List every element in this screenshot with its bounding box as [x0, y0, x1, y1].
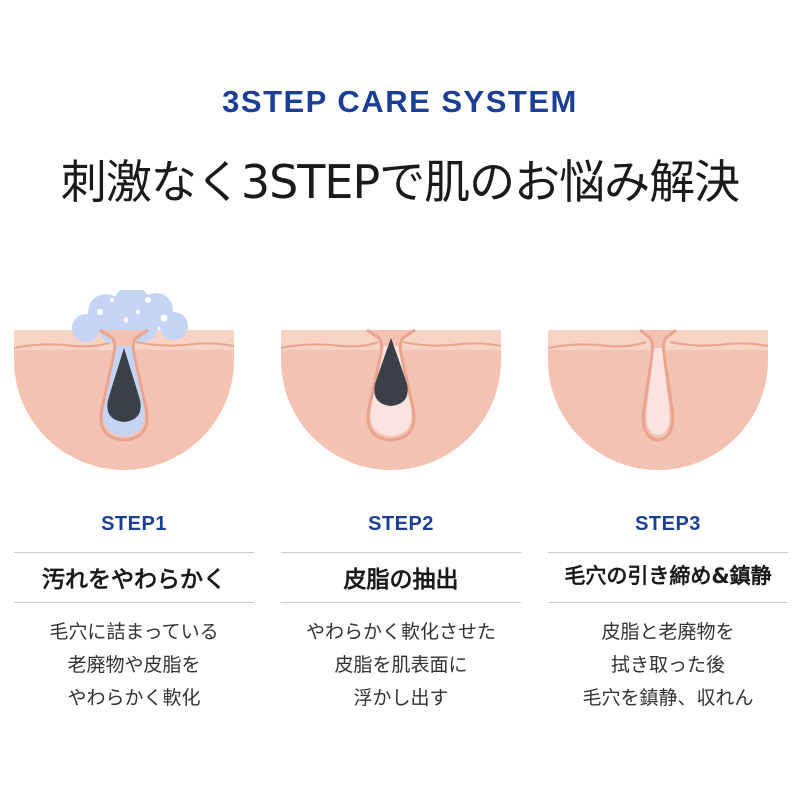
step-card-2: STEP2 皮脂の抽出 やわらかく軟化させた 皮脂を肌表面に 浮かし出す [281, 290, 521, 709]
description-line: 浮かし出す [353, 687, 449, 709]
step-description: 皮脂と老廃物を 拭き取った後 毛穴を鎮静、収れん [548, 616, 788, 715]
step-title: 皮脂の抽出 [343, 567, 459, 593]
step-title: 毛穴の引き締め&鎮静 [564, 564, 772, 588]
section-kicker: 3STEP CARE SYSTEM [222, 84, 578, 119]
divider [14, 602, 254, 603]
step-label: STEP3 [635, 513, 701, 535]
description-line: 老廃物や皮脂を [67, 654, 201, 676]
step-description: 毛穴に詰まっている 老廃物や皮脂を やわらかく軟化 [14, 616, 254, 715]
step-title: 汚れをやわらかく [42, 567, 226, 593]
description-line: 毛穴を鎮静、収れん [582, 687, 754, 709]
step-label: STEP2 [368, 513, 434, 535]
divider [14, 552, 254, 553]
description-line: 毛穴に詰まっている [49, 621, 219, 643]
description-line: 皮脂と老廃物を [601, 621, 735, 643]
divider [281, 602, 521, 603]
clean-tightened-pore-icon [548, 328, 768, 470]
step-label: STEP1 [101, 513, 167, 535]
description-line: 皮脂を肌表面に [334, 654, 468, 676]
divider [548, 552, 788, 553]
step-card-3: STEP3 毛穴の引き締め&鎮静 皮脂と老廃物を 拭き取った後 毛穴を鎮静、収れ… [548, 290, 788, 709]
pore-with-foam-and-sebum-icon [14, 290, 234, 470]
pore-with-sebum-lifting-icon [281, 328, 501, 470]
divider [548, 602, 788, 603]
divider [281, 552, 521, 553]
step-card-1: STEP1 汚れをやわらかく 毛穴に詰まっている 老廃物や皮脂を やわらかく軟化 [14, 290, 254, 709]
description-line: やわらかく軟化させた [305, 621, 496, 643]
description-line: やわらかく軟化 [67, 687, 201, 709]
description-line: 拭き取った後 [610, 654, 725, 676]
step-description: やわらかく軟化させた 皮脂を肌表面に 浮かし出す [281, 616, 521, 715]
page-title: 刺激なく3STEPで肌のお悩み解決 [60, 155, 740, 209]
